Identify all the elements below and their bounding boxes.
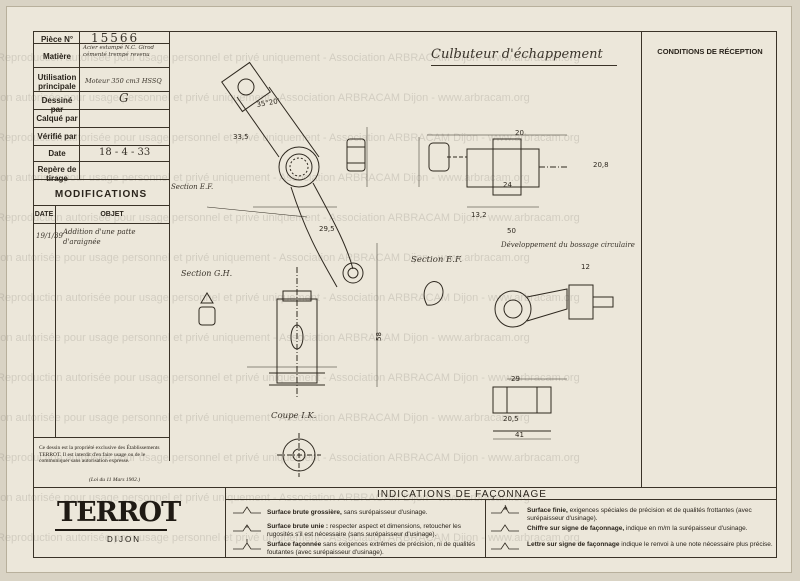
svg-text:35°20': 35°20' xyxy=(256,97,280,109)
drawing-sheet: Reproduction autorisée pour usage person… xyxy=(0,6,792,573)
drawing-title: Culbuteur d'échappement xyxy=(431,47,603,62)
modif-objet: Addition d'une patte d'araignée xyxy=(63,228,136,246)
legend-item-4: Surface finie, exigences spéciales de pr… xyxy=(527,507,752,522)
svg-text:50: 50 xyxy=(507,227,516,235)
technical-drawing: 35°20' 33,5 29,5 58 13,2 50 24 20 12 29 … xyxy=(198,61,614,477)
matiere-label: Matière xyxy=(42,52,71,61)
dessine-value: G xyxy=(119,91,129,105)
legend-item-1: Surface brute grossière, sans surépaisse… xyxy=(267,509,428,516)
terrot-logo: TERROT xyxy=(57,497,181,528)
watermark-line: Reproduction autorisée pour usage person… xyxy=(0,492,530,504)
utilisation-value: Moteur 350 cm3 HSSQ xyxy=(85,77,162,85)
svg-text:20: 20 xyxy=(515,129,524,137)
svg-text:58: 58 xyxy=(375,332,383,341)
section-ef-label: Section E.F. xyxy=(171,183,214,191)
law-notice: (Loi du 11 Mars 1902.) xyxy=(89,477,141,483)
watermark-line: Reproduction autorisée pour usage person… xyxy=(0,52,580,64)
finishing-symbols xyxy=(233,504,519,550)
watermark-line: Reproduction autorisée pour usage person… xyxy=(0,212,580,224)
verifie-label: Vérifié par xyxy=(37,132,77,141)
repere-label: Repère de tirage xyxy=(37,165,77,183)
developpement-label: Développement du bossage circulaire xyxy=(501,241,635,249)
section-ef2-label: Section E.F. xyxy=(411,255,463,265)
matiere-value: Acier estampé N.C. Girod cémenté trempé … xyxy=(83,45,155,58)
svg-text:41: 41 xyxy=(515,431,524,439)
legend-item-5: Chiffre sur signe de façonnage, indique … xyxy=(527,525,748,532)
modif-date: 19/1/39 xyxy=(36,232,63,240)
watermark-line: Reproduction autorisée pour usage person… xyxy=(0,252,530,264)
svg-text:20,5: 20,5 xyxy=(503,415,519,423)
watermark-line: Reproduction autorisée pour usage person… xyxy=(0,292,580,304)
watermark-line: Reproduction autorisée pour usage person… xyxy=(0,372,580,384)
modif-date-header: DATE xyxy=(34,211,54,218)
conditions-reception: CONDITIONS DE RÉCEPTION xyxy=(657,47,763,56)
svg-text:24: 24 xyxy=(503,181,512,189)
svg-text:29,5: 29,5 xyxy=(319,225,335,233)
legend-item-6: Lettre sur signe de façonnage indique le… xyxy=(527,541,773,548)
svg-text:13,2: 13,2 xyxy=(471,211,487,219)
brand-city: DIJON xyxy=(107,535,141,544)
legend-item-3: Surface façonnée sans exigences extrêmes… xyxy=(267,541,476,556)
dessine-label: Dessiné par xyxy=(41,96,73,114)
utilisation-label: Utilisation principale xyxy=(37,73,77,91)
modif-objet-header: OBJET xyxy=(100,211,124,218)
svg-text:29: 29 xyxy=(511,375,520,383)
watermark-line: Reproduction autorisée pour usage person… xyxy=(0,532,580,544)
watermark-line: Reproduction autorisée pour usage person… xyxy=(0,452,580,464)
svg-text:12: 12 xyxy=(581,263,590,271)
calque-label: Calqué par xyxy=(36,114,78,123)
svg-text:20,8: 20,8 xyxy=(593,161,609,169)
piece-number: 15566 xyxy=(91,31,140,45)
piece-label: Pièce N° xyxy=(40,35,74,44)
watermark-line: Reproduction autorisée pour usage person… xyxy=(0,172,530,184)
date-value: 18 - 4 - 33 xyxy=(99,147,151,158)
coupe-ik-label: Coupe I.K. xyxy=(271,411,317,421)
date-label: Date xyxy=(48,149,66,158)
ownership-notice: Ce dessin est la propriété exclusive des… xyxy=(39,445,160,464)
modifications-title: MODIFICATIONS xyxy=(54,189,148,200)
watermark-line: Reproduction autorisée pour usage person… xyxy=(0,92,530,104)
legend-item-2: Surface brute unie : respecter aspect et… xyxy=(267,523,462,538)
watermark-line: Reproduction autorisée pour usage person… xyxy=(0,412,530,424)
svg-text:33,5: 33,5 xyxy=(233,133,249,141)
legend-title: INDICATIONS DE FAÇONNAGE xyxy=(377,489,547,500)
section-gh-label: Section G.H. xyxy=(181,269,233,278)
watermark-line: Reproduction autorisée pour usage person… xyxy=(0,332,530,344)
